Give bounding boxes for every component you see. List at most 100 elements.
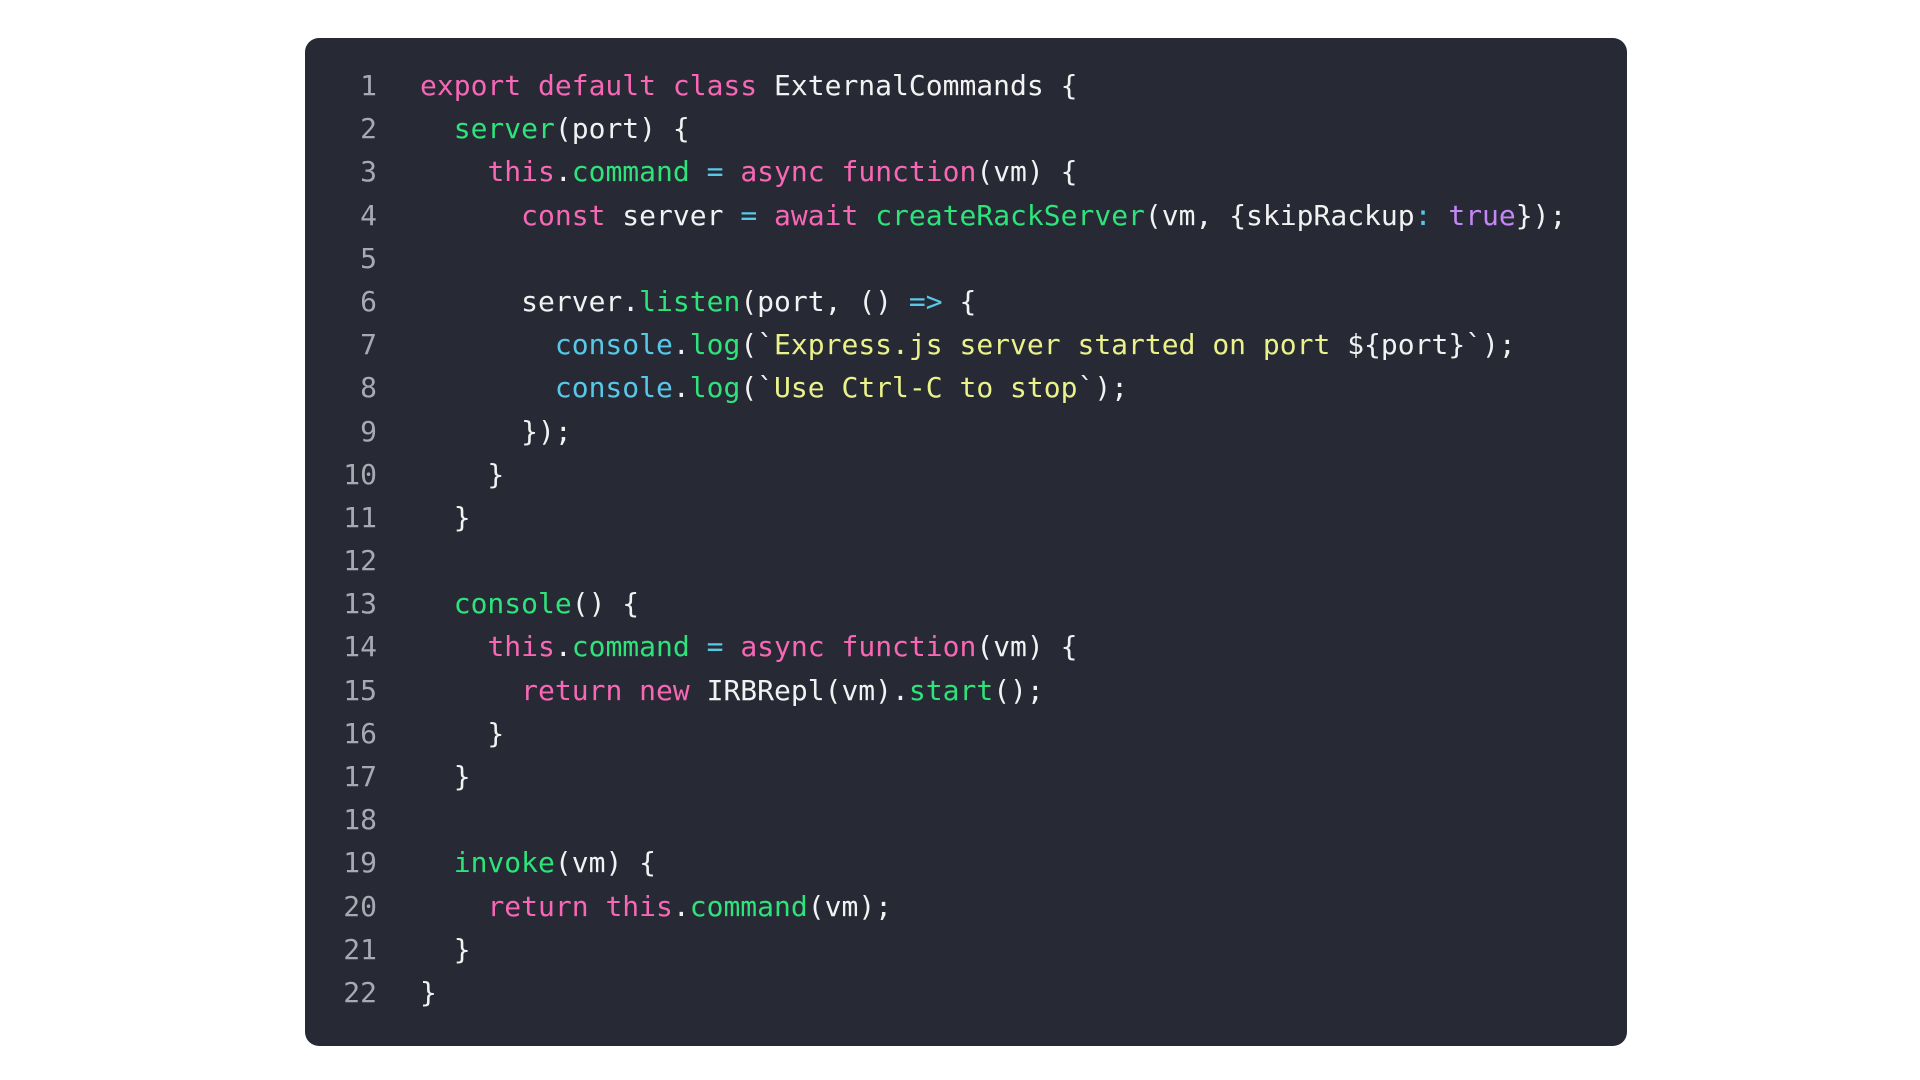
line-number: 19 [343,846,377,880]
line-number: 8 [360,371,377,405]
code-token [1431,199,1448,232]
code-token: () { [571,587,640,621]
code-line: 17 } [305,755,1627,798]
code-token: await [774,198,859,232]
code-line: 3 this.command = async function(vm) { [305,150,1627,193]
code-token: (vm) { [976,630,1078,664]
code-line: 18 [305,798,1627,841]
code-token: async function [740,630,977,664]
code-token: invoke [453,846,555,880]
line-number: 3 [360,155,377,189]
line-number: 12 [343,544,377,578]
line-number: 10 [343,457,377,491]
code-token [420,328,555,361]
code-block: 1 export default class ExternalCommands {… [305,38,1627,1046]
code-line: 19 invoke(vm) { [305,841,1627,884]
line-code: this.command = async function(vm) { [420,150,1078,193]
code-token: createRackServer [875,198,1145,232]
code-token: (` [740,371,775,405]
code-token: command [689,889,808,923]
code-token: listen [639,284,741,318]
code-token [757,199,774,232]
line-number: 1 [360,69,377,102]
code-token: server [453,112,555,146]
line-number: 20 [343,889,377,923]
line-code: server.listen(port, () => { [420,280,976,323]
code-token: console [453,587,572,621]
line-code: } [420,712,504,755]
code-token: = [740,198,758,232]
code-token: : [1414,198,1432,232]
code-token: (vm, {skipRackup [1144,198,1415,232]
code-token: true [1448,198,1516,232]
code-token: = [706,630,724,664]
code-token: . [672,889,690,923]
code-token [690,155,707,188]
line-code: server(port) { [420,107,690,150]
line-code: }); [420,410,572,453]
code-token [858,199,875,232]
code-line: 14 this.command = async function(vm) { [305,625,1627,668]
code-token [690,630,707,663]
code-token: (vm); [807,889,893,923]
code-token: console [554,371,673,405]
line-number: 5 [360,241,377,275]
code-token: (vm) { [976,155,1078,189]
code-token: this [487,155,555,189]
line-code: export default class ExternalCommands { [420,64,1077,107]
code-token: `); [1077,371,1129,405]
code-token: command [571,630,690,664]
code-line: 10 } [305,453,1627,496]
code-token [420,112,454,145]
line-code: return new IRBRepl(vm).start(); [420,669,1044,712]
line-number: 14 [343,630,377,664]
code-line: 11 } [305,496,1627,539]
line-code: } [420,971,437,1014]
code-line: 1 export default class ExternalCommands { [305,64,1627,107]
code-token: return this [487,889,673,923]
line-number: 11 [343,500,377,534]
code-line: 13 console() { [305,582,1627,625]
code-token [420,199,521,232]
code-token: . [672,328,690,362]
code-token: } [420,716,505,750]
line-number: 7 [360,328,377,362]
code-token: = [706,155,724,189]
code-token: => [908,284,943,318]
code-token [420,371,555,404]
code-token: (` [740,328,775,362]
code-token: . [672,371,690,405]
code-line: 20 return this.command(vm); [305,885,1627,928]
code-token: IRBRepl(vm). [689,673,909,707]
code-token: console [554,328,673,362]
code-token: (port) { [554,112,690,146]
code-line: 4 const server = await createRackServer(… [305,194,1627,237]
code-token: (port, () [740,284,909,318]
line-number: 6 [360,284,377,318]
code-token: } [420,760,471,793]
line-code: console.log(`Express.js server started o… [420,323,1516,366]
line-code: } [420,496,471,539]
line-code: return this.command(vm); [420,885,892,928]
code-token [420,630,487,663]
code-token: }); [1515,198,1567,232]
code-token: (vm) { [554,846,657,880]
line-number: 18 [343,803,377,837]
code-token: } [420,500,471,534]
code-token: const [521,198,606,232]
code-token: { [942,284,977,318]
code-token: log [689,328,741,362]
code-line: 21 } [305,928,1627,971]
line-number: 15 [343,673,377,707]
line-code: this.command = async function(vm) { [420,625,1078,668]
line-number: 22 [343,975,377,1009]
code-line: 12 [305,539,1627,582]
code-token: log [689,371,741,405]
code-token: server. [420,284,640,318]
code-token: . [554,630,572,664]
code-token: ${port}`); [1347,328,1516,362]
code-line: 22} [305,971,1627,1014]
code-token: }); [420,414,572,448]
code-token: Express.js server started on port [774,328,1348,362]
line-code: } [420,928,471,971]
